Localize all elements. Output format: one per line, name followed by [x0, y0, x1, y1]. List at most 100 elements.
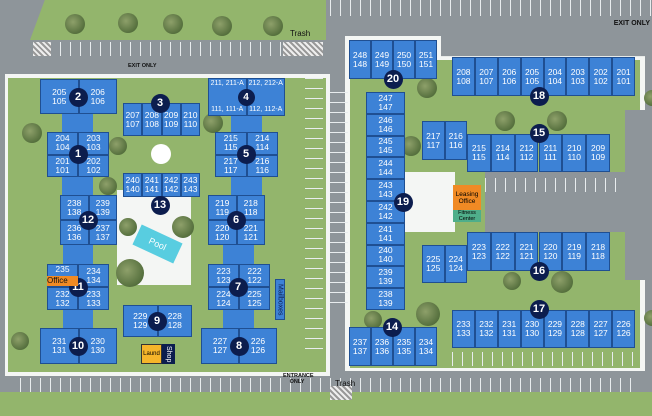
- leasing-office[interactable]: Leasing Office: [453, 185, 481, 210]
- laundry[interactable]: Laund: [141, 344, 162, 364]
- building-number-badge[interactable]: 4: [237, 88, 255, 106]
- building-number-badge[interactable]: 10: [68, 336, 88, 356]
- building-number-badge[interactable]: 15: [529, 123, 549, 143]
- unit-number: 118: [243, 206, 258, 217]
- building-number-badge[interactable]: 9: [147, 311, 167, 331]
- building-number-badge[interactable]: 20: [383, 69, 403, 89]
- building-number-badge[interactable]: 13: [150, 195, 170, 215]
- unit-number: 225: [247, 288, 262, 299]
- building-number-badge[interactable]: 16: [529, 261, 549, 281]
- unit-number: 233: [86, 288, 101, 299]
- building-number-badge[interactable]: 1: [68, 144, 88, 164]
- building-connector: [62, 177, 93, 195]
- shop[interactable]: Shop: [162, 344, 175, 364]
- mailboxes[interactable]: Mailboxes: [275, 279, 285, 320]
- unit-number: 107: [479, 75, 494, 86]
- unit-number: 115: [223, 142, 238, 153]
- unit-number: 125: [426, 263, 441, 273]
- building-number-badge[interactable]: 18: [529, 86, 549, 106]
- building-number-badge[interactable]: 2: [68, 87, 88, 107]
- building-number-badge[interactable]: 14: [382, 317, 402, 337]
- building-number-badge[interactable]: 6: [226, 210, 246, 230]
- unit-number: 243: [183, 175, 198, 185]
- building-number-badge[interactable]: 19: [393, 192, 413, 212]
- fitness-center[interactable]: Fitness Center: [453, 210, 481, 222]
- building-number-badge[interactable]: 8: [229, 336, 249, 356]
- fountain: [151, 144, 171, 164]
- building-number-badge[interactable]: 3: [150, 93, 170, 113]
- unit-number: 223: [471, 241, 486, 252]
- unit-number: 122: [495, 250, 510, 261]
- unit-number: 235: [396, 336, 412, 347]
- building-number-badge[interactable]: 5: [236, 144, 256, 164]
- building-number-badge[interactable]: 7: [228, 277, 248, 297]
- building-number-badge[interactable]: 17: [529, 299, 549, 319]
- office-marker[interactable]: Office: [47, 276, 78, 286]
- building-number-badge[interactable]: 12: [78, 210, 98, 230]
